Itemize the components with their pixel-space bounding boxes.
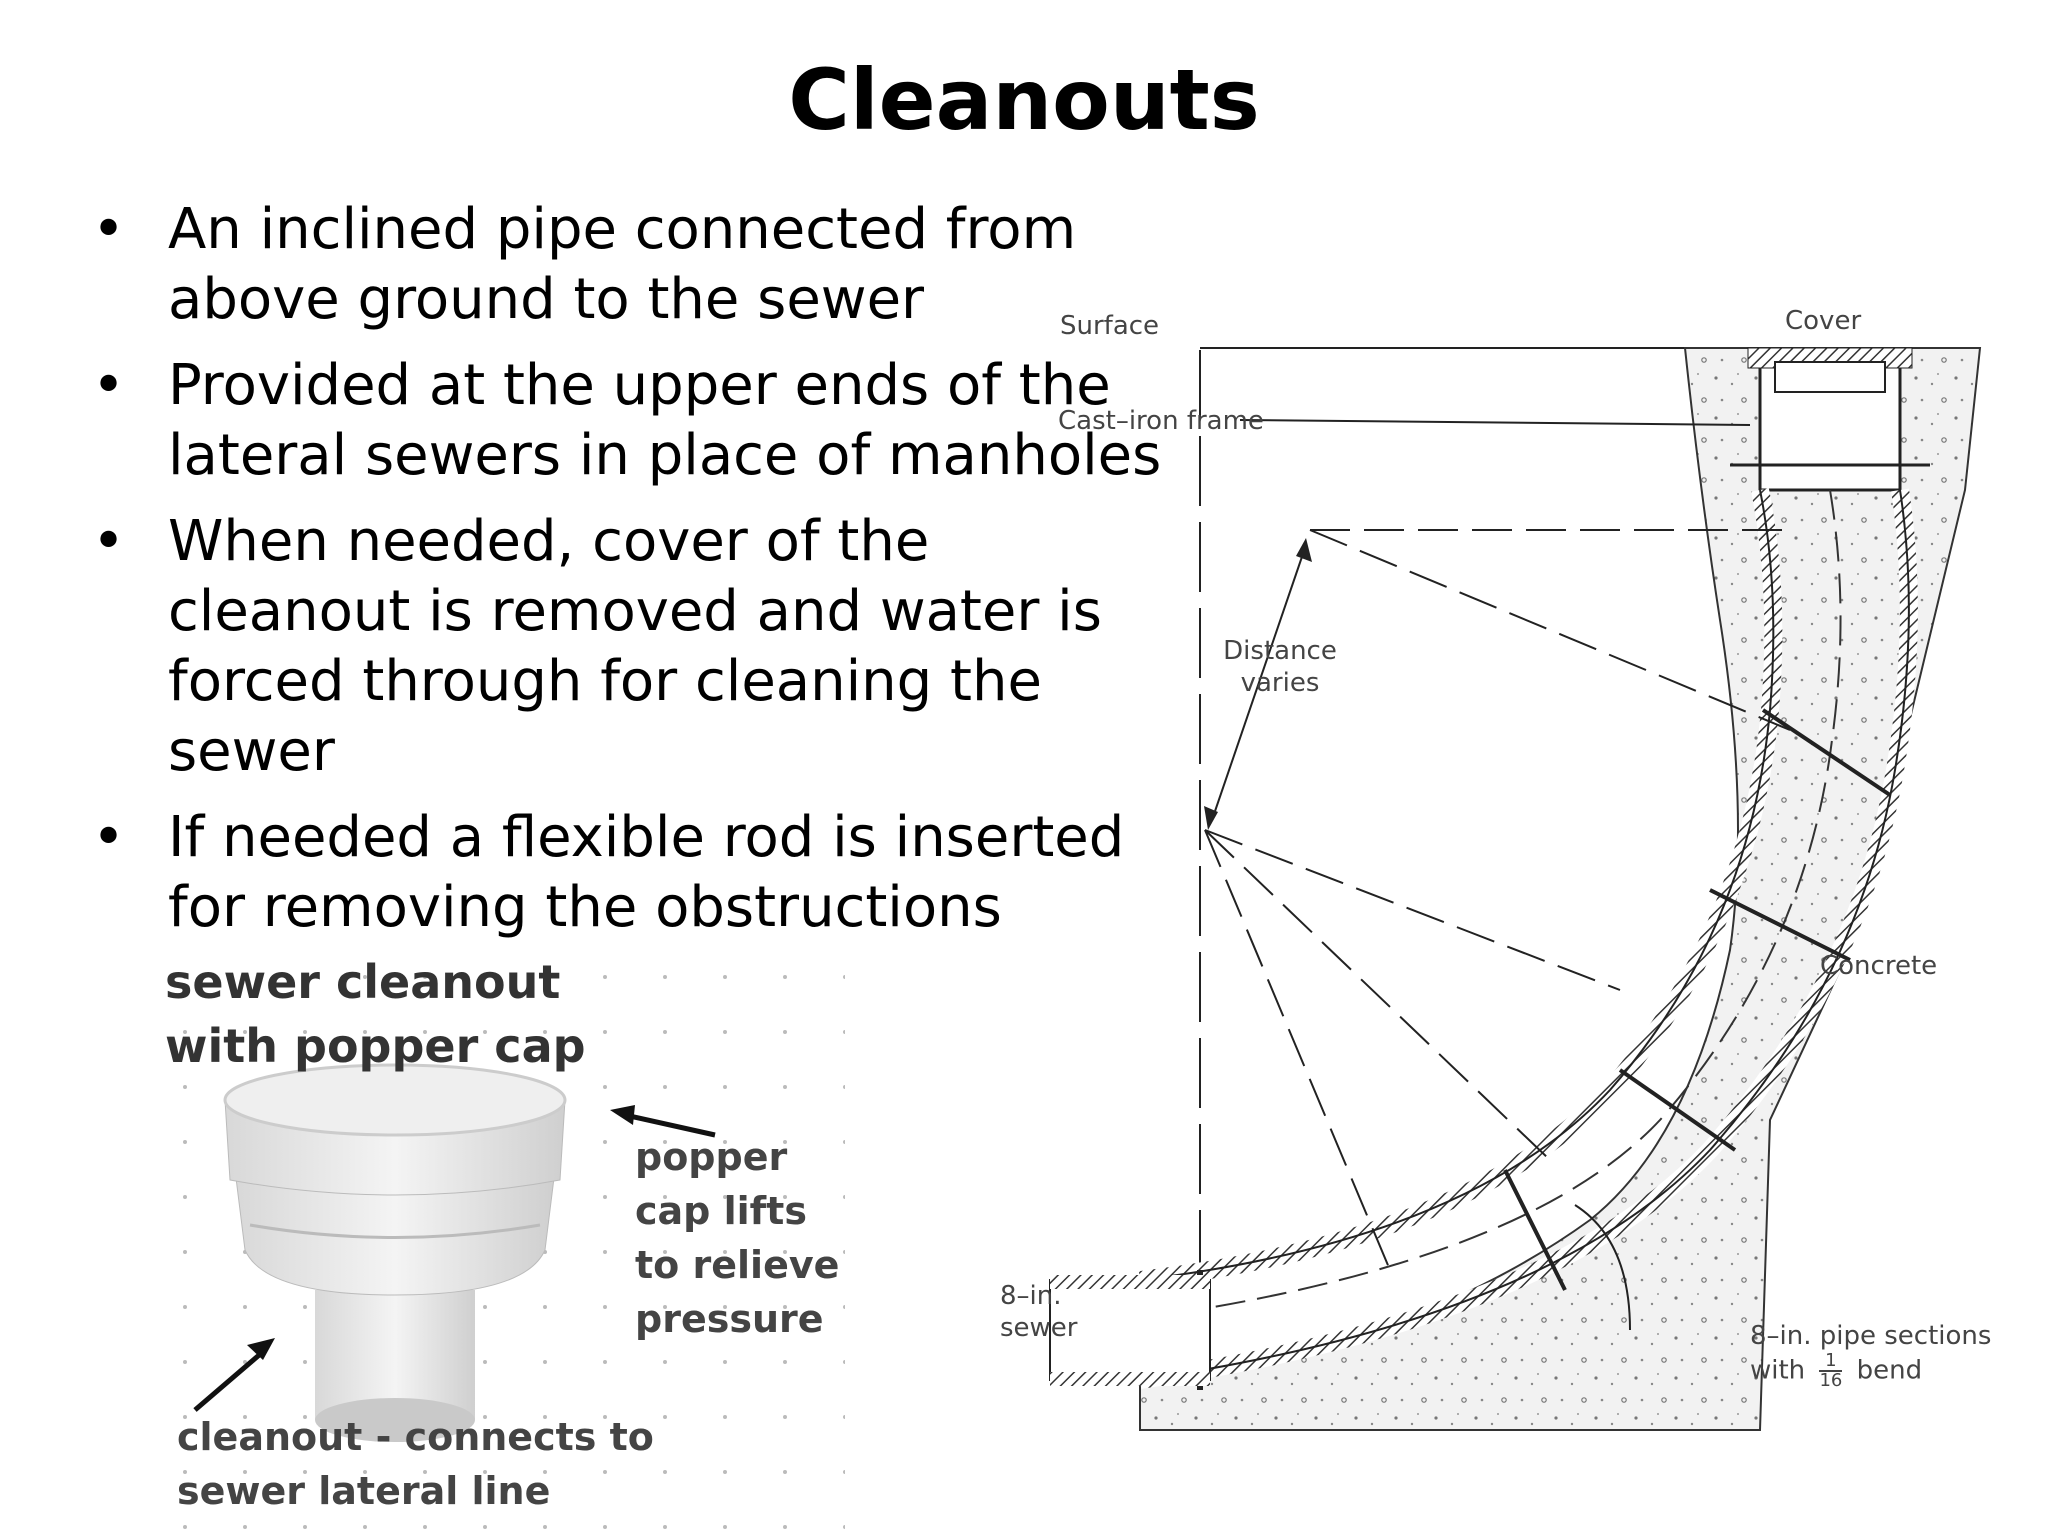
popper-cap-illustration: sewer cleanout with popper cap popper ca… xyxy=(155,950,845,1530)
bullet-dot: • xyxy=(92,509,126,574)
bullet-text: If needed a flexible rod is inserted for… xyxy=(168,805,1125,940)
pipe-sections-text: 8–in. pipe sections with xyxy=(1750,1321,1992,1386)
bullet-text: When needed, cover of the cleanout is re… xyxy=(168,509,1102,784)
fraction-denominator: 16 xyxy=(1819,1370,1843,1391)
photo-heading: sewer cleanout with popper cap xyxy=(165,955,586,1073)
fraction-numerator: 1 xyxy=(1819,1352,1843,1372)
bullet-item: • Provided at the upper ends of the later… xyxy=(80,351,1180,491)
bullet-dot: • xyxy=(92,353,126,418)
slide-title: Cleanouts xyxy=(788,51,1260,149)
bullet-text: Provided at the upper ends of the latera… xyxy=(168,353,1162,488)
sewer-label: 8–in. sewer xyxy=(1000,1281,1078,1343)
distance-arrow xyxy=(1211,544,1307,821)
bend-text: bend xyxy=(1856,1355,1923,1386)
popper-arrow xyxy=(624,1112,716,1138)
cleanout-cover xyxy=(1774,361,1886,393)
bullet-item: • When needed, cover of the cleanout is r… xyxy=(80,507,1180,787)
bullet-dot: • xyxy=(92,197,126,262)
cleanout-body xyxy=(234,1169,556,1296)
bullet-item: • An inclined pipe connected from above g… xyxy=(80,195,1180,335)
cleanout-section-graphic xyxy=(1049,347,1982,1431)
popper-label: popper cap lifts to relieve pressure xyxy=(635,1135,840,1341)
sewer-pipe xyxy=(1049,1279,1211,1381)
cleanout-arrow xyxy=(193,1348,267,1412)
distance-label: Distance varies xyxy=(1223,636,1337,698)
bullet-dot: • xyxy=(92,805,126,870)
concrete-label: Concrete xyxy=(1820,951,1938,981)
bend-fraction: 1 16 xyxy=(1819,1352,1843,1391)
popper-cap-graphic xyxy=(155,950,845,1530)
bullet-item: • If needed a flexible rod is inserted fo… xyxy=(80,803,1180,943)
bullet-list: • An inclined pipe connected from above g… xyxy=(80,195,1180,959)
cleanout-label: cleanout - connects to sewer lateral lin… xyxy=(177,1415,654,1513)
bullet-text: An inclined pipe connected from above gr… xyxy=(168,197,1077,332)
cover-label: Cover xyxy=(1785,306,1862,336)
cleanout-section-diagram: Surface Cover Cast–iron frame Distance v… xyxy=(990,290,2030,1470)
surface-label: Surface xyxy=(1060,311,1160,341)
frame-label: Cast–iron frame xyxy=(1058,406,1264,436)
pipe-sections-label: 8–in. pipe sections with 1 16 bend xyxy=(1750,1320,2030,1390)
